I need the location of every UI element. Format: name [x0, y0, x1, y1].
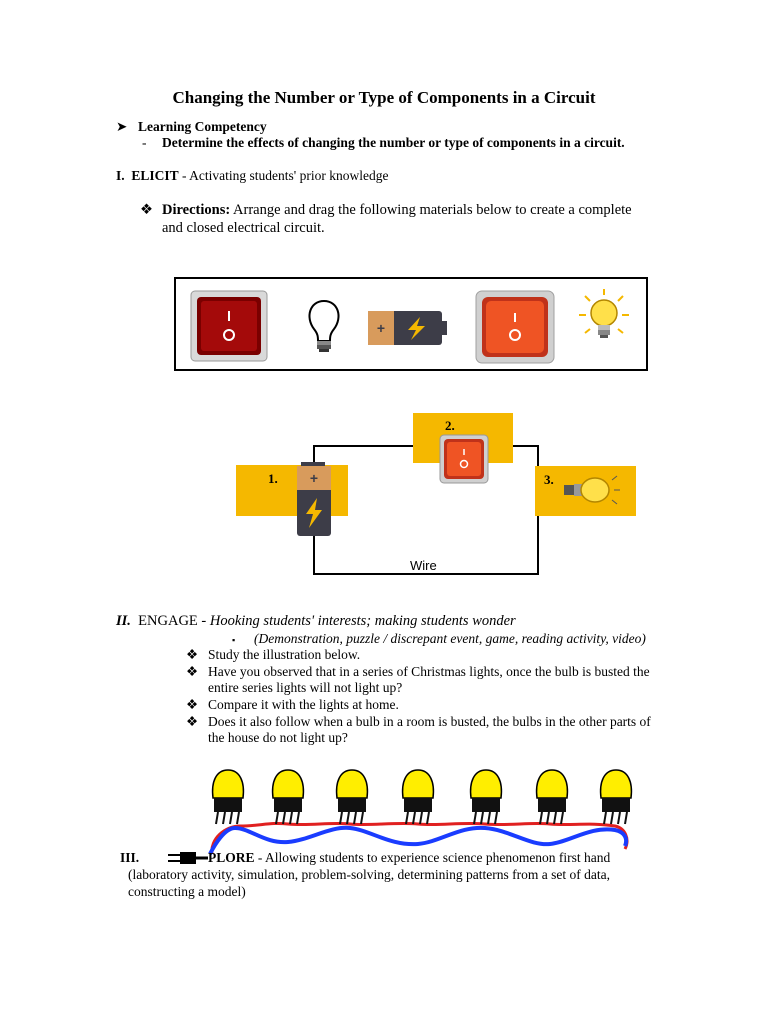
diamond-bullet-icon: ❖ — [186, 664, 199, 679]
christmas-bulb-icon — [599, 769, 633, 825]
directions-text-1: Arrange and drag the following materials… — [230, 202, 632, 218]
explore-heading-line: PLORE - Allowing students to experience … — [208, 849, 610, 866]
engage-sub-bullet-line: ▪ (Demonstration, puzzle / discrepant eve… — [232, 630, 646, 649]
diamond-bullet-icon: ❖ — [140, 202, 153, 218]
lightbulb-on-icon[interactable] — [579, 289, 629, 338]
engage-heading: ENGAGE — [138, 613, 198, 629]
competency-text-line: -Determine the effects of changing the n… — [142, 134, 625, 151]
square-bullet-icon: ▪ — [232, 635, 236, 645]
engage-item-text: Compare it with the lights at home. — [208, 697, 399, 712]
engage-item-1: ❖ Study the illustration below. — [186, 646, 360, 663]
materials-svg: + — [190, 289, 629, 364]
diamond-bullet-icon: ❖ — [186, 697, 199, 712]
slot-2-label: 2. — [445, 418, 455, 433]
engage-item-4-cont: the house do not light up? — [208, 730, 348, 745]
christmas-bulb-icon — [271, 769, 305, 825]
explore-numeral-text: III. — [120, 850, 140, 865]
elicit-subtitle: - Activating students' prior knowledge — [178, 168, 389, 183]
engage-subtitle: - Hooking students' interests; making st… — [197, 613, 516, 629]
dark-switch-icon[interactable] — [190, 290, 268, 362]
competency-heading-line: ➤ Learning Competency — [116, 118, 267, 135]
svg-text:+: + — [310, 470, 318, 486]
directions-label: Directions: — [162, 202, 231, 218]
diamond-bullet-icon: ❖ — [186, 647, 199, 662]
explore-heading: PLORE — [208, 850, 255, 865]
elicit-heading-line: I. ELICIT - Activating students' prior k… — [116, 167, 388, 184]
christmas-bulb-icon — [211, 769, 245, 825]
explore-numeral: III. — [120, 849, 139, 866]
lightbulb-off-icon[interactable] — [308, 299, 340, 352]
christmas-bulb-icon — [535, 769, 569, 825]
engage-numeral: II. — [116, 613, 131, 629]
slot-1-label: 1. — [268, 471, 278, 486]
engage-sub-bullet: (Demonstration, puzzle / discrepant even… — [254, 631, 646, 646]
christmas-bulb-icon — [469, 769, 503, 825]
arrow-bullet-icon: ➤ — [116, 119, 128, 134]
directions-line1: ❖ Directions: Arrange and drag the follow… — [140, 201, 632, 219]
diamond-bullet-icon: ❖ — [186, 714, 199, 729]
dash-bullet: - — [142, 135, 147, 150]
blue-wire — [208, 825, 629, 855]
christmas-lights-illustration — [170, 764, 640, 864]
explore-line2: (laboratory activity, simulation, proble… — [128, 867, 610, 882]
red-wire — [210, 821, 629, 855]
svg-text:+: + — [377, 320, 385, 336]
explore-line3: constructing a model) — [128, 884, 246, 899]
elicit-numeral: I. — [116, 168, 125, 183]
engage-item-2: ❖ Have you observed that in a series of C… — [186, 663, 650, 680]
engage-item-3: ❖ Compare it with the lights at home. — [186, 696, 399, 713]
circuit-diagram: + 1. 2. 3. Wire — [236, 408, 636, 588]
engage-item-2-cont: entire series lights will not light up? — [208, 680, 403, 695]
engage-item-text: Have you observed that in a series of Ch… — [208, 664, 650, 679]
wire-label: Wire — [410, 558, 437, 573]
battery-vertical-icon[interactable]: + — [297, 462, 331, 536]
plug-icon — [168, 848, 208, 868]
directions-text-2: and closed electrical circuit. — [162, 220, 325, 236]
elicit-heading: ELICIT — [131, 168, 179, 183]
circuit-svg: + 1. 2. 3. Wire — [236, 413, 636, 575]
red-switch-icon[interactable] — [475, 290, 555, 364]
christmas-lights-svg — [208, 769, 633, 855]
competency-heading: Learning Competency — [138, 119, 267, 134]
engage-item-text: Does it also follow when a bulb in a roo… — [208, 714, 651, 729]
slot-3-label: 3. — [544, 472, 554, 487]
christmas-bulb-icon — [335, 769, 369, 825]
switch-small-icon[interactable] — [439, 434, 489, 484]
page-title: Changing the Number or Type of Component… — [172, 88, 596, 107]
slot-1-box[interactable] — [236, 465, 348, 516]
christmas-bulb-icon — [401, 769, 435, 825]
bulb-sideways-icon[interactable] — [564, 475, 620, 505]
battery-icon[interactable]: + — [368, 311, 447, 345]
engage-item-4: ❖ Does it also follow when a bulb in a ro… — [186, 713, 651, 730]
competency-text: Determine the effects of changing the nu… — [162, 135, 625, 150]
engage-heading-line: II. ENGAGE - Hooking students' interests… — [116, 612, 516, 630]
materials-box: + — [174, 277, 648, 371]
explore-subtitle: - Allowing students to experience scienc… — [254, 850, 611, 865]
engage-item-text: Study the illustration below. — [208, 647, 361, 662]
